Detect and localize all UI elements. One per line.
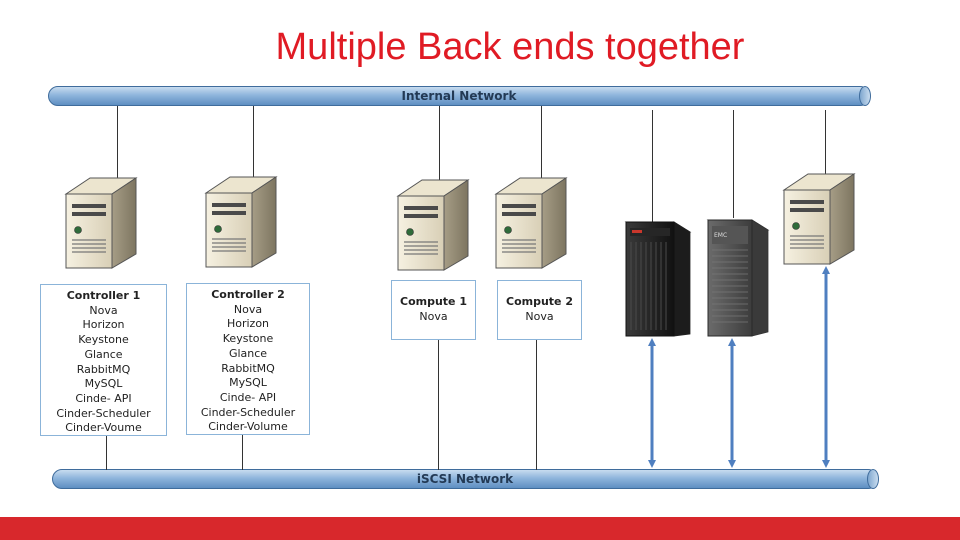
- link-iscsi-controller2: [242, 434, 243, 470]
- service-item: Cinde- API: [75, 391, 132, 405]
- link-internal-storage-server: [825, 110, 826, 178]
- service-item: RabbitMQ: [221, 361, 275, 375]
- emc-label: EMC: [714, 232, 727, 239]
- service-item: Cinder-Voume: [65, 421, 142, 435]
- node-name: Compute 1: [400, 295, 467, 308]
- link-iscsi-compute1: [438, 340, 439, 470]
- link-iscsi-compute2: [536, 340, 537, 470]
- node-name: Controller 1: [66, 289, 141, 302]
- service-item: Horizon: [226, 317, 270, 331]
- service-item: Keystone: [222, 332, 274, 346]
- controller-1-box: Controller 1 Nova Horizon Keystone Glanc…: [40, 284, 167, 436]
- server-icon: [494, 177, 568, 269]
- link-internal-controller2: [253, 106, 254, 178]
- link-internal-compute1: [439, 106, 440, 182]
- service-item: Nova: [89, 303, 118, 317]
- service-item: Glance: [84, 347, 123, 361]
- link-iscsi-controller1: [106, 434, 107, 470]
- compute-2-box: Compute 2 Nova: [497, 280, 582, 340]
- compute-1-box: Compute 1 Nova: [391, 280, 476, 340]
- service-item: Nova: [525, 309, 554, 323]
- server-icon: [64, 177, 138, 269]
- storage-array-icon: EMC: [706, 219, 770, 337]
- controller-2-box: Controller 2 Nova Horizon Keystone Glanc…: [186, 283, 310, 435]
- service-item: Glance: [228, 346, 268, 360]
- footer-bar: [0, 517, 960, 540]
- storage-array-icon: [624, 221, 692, 337]
- server-icon: [782, 173, 856, 265]
- server-icon: [396, 179, 470, 271]
- service-item: Cinder-Scheduler: [56, 406, 151, 420]
- service-item: Cinder-Scheduler: [200, 405, 296, 419]
- storage-links: [648, 266, 830, 468]
- iscsi-network-label: iSCSI Network: [416, 472, 514, 486]
- service-item: Cinde- API: [219, 390, 277, 404]
- link-internal-controller1: [117, 106, 118, 180]
- service-item: RabbitMQ: [76, 362, 131, 376]
- service-item: Cinder-Volume: [208, 420, 288, 434]
- link-internal-storage-a: [652, 110, 653, 222]
- link-internal-storage-b: [733, 110, 734, 218]
- iscsi-network-bus: iSCSI Network: [52, 469, 879, 489]
- internal-network-label: Internal Network: [401, 89, 517, 103]
- service-item: Nova: [233, 302, 263, 316]
- service-item: Keystone: [78, 333, 129, 347]
- service-item: Nova: [419, 309, 448, 323]
- node-name: Compute 2: [506, 295, 573, 308]
- service-item: Horizon: [82, 318, 125, 332]
- internal-network-bus: Internal Network: [48, 86, 871, 106]
- service-item: MySQL: [229, 376, 267, 390]
- service-item: MySQL: [84, 377, 123, 391]
- server-icon: [204, 176, 278, 268]
- node-name: Controller 2: [211, 288, 285, 301]
- page-title: Multiple Back ends together: [275, 26, 745, 68]
- link-internal-compute2: [541, 106, 542, 180]
